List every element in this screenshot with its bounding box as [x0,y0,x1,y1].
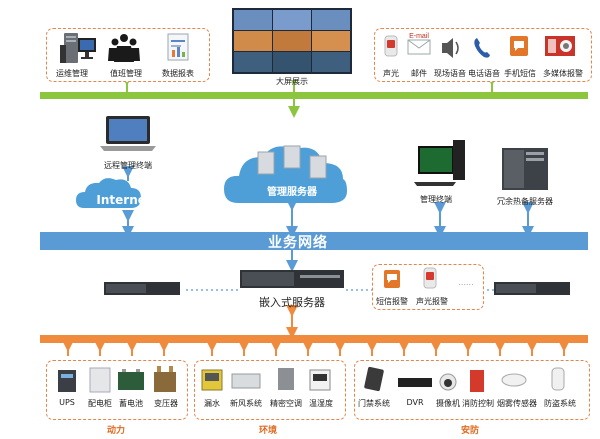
label-ops-management: 运维管理 [56,69,88,78]
label-site-voice: 现场语音 [434,69,466,78]
orange-bus-bar [40,335,588,343]
label-embedded-server: 嵌入式服务器 [259,296,325,309]
business-network-bar [40,232,588,250]
label-access-control: 门禁系统 [358,399,390,408]
label-business-network: 业务网络 [268,235,328,251]
label-precision-ac: 精密空调 [270,399,302,408]
label-camera: 摄像机 [436,399,460,408]
label-internet: Internet [96,193,152,207]
orange-arrows [62,305,570,356]
green-arrows [121,74,498,118]
security-group [354,360,590,420]
label-transformer: 变压器 [154,399,178,408]
environment-group [194,360,346,420]
label-big-screen: 大屏展示 [276,77,308,86]
label-fire-control: 消防控制 [462,399,494,408]
label-ellipsis: ...... [458,278,474,287]
label-sms-alarm: 短信报警 [376,297,408,306]
big-screen-group [226,10,360,80]
label-management-terminal: 管理终端 [420,195,452,204]
label-email: 邮件 [411,69,427,78]
category-security: 安防 [460,426,480,436]
label-redundant-server: 冗余热备服务器 [497,197,553,206]
label-ups: UPS [59,398,75,407]
label-battery: 蓄电池 [119,399,143,408]
label-fresh-air: 新风系统 [230,399,262,408]
green-bus-bar [40,92,588,99]
label-mobile-sms: 手机短信 [504,69,536,78]
label-data-reports: 数据报表 [162,69,194,78]
label-anti-theft: 防盗系统 [544,399,576,408]
label-multimedia-alarm: 多媒体报警 [543,69,583,78]
power-group [46,360,188,420]
category-power: 动力 [106,426,126,436]
label-remote-terminal: 远程管理终端 [104,161,152,170]
label-dvr: DVR [406,398,424,407]
category-environment: 环境 [258,426,278,436]
label-sound-light-alarm: 声光报警 [416,297,448,306]
label-phone-voice: 电话语音 [468,69,500,78]
label-temp-humidity: 温湿度 [309,399,333,408]
label-management-server: 管理服务器 [267,187,317,198]
label-power-cabinet: 配电柜 [88,399,112,408]
label-duty-management: 值班管理 [110,69,142,78]
label-water-leak: 漏水 [204,399,220,408]
label-smoke-sensor: 烟雾传感器 [497,399,537,408]
blue-arrows [122,166,534,272]
label-strobe: 声光 [383,69,399,78]
